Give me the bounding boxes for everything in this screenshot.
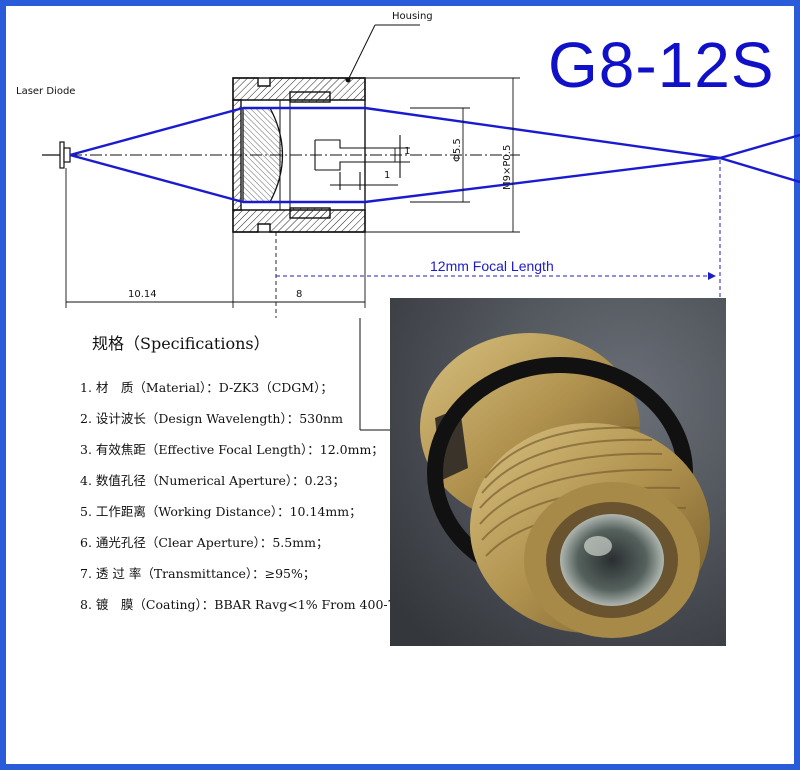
focal-length-dimension [276,160,721,300]
housing-leader [345,24,420,83]
dimension-lines-right [365,77,520,233]
spec-focal-length: 3. 有效焦距（Effective Focal Length）：12.0mm； [80,442,384,457]
laser-diode-label: Laser Diode [16,86,76,97]
specifications-list: 1. 材 质（Material）：D-ZK3（CDGM）； 2. 设计波长（De… [80,378,444,626]
aperture-dimension: Φ5.5 [452,138,463,162]
focal-length-label: 12mm Focal Length [430,258,554,274]
spec-design-wavelength: 2. 设计波长（Design Wavelength）：530nm [80,411,343,426]
lens-highlight [584,536,612,556]
spec-clear-aperture: 6. 通光孔径（Clear Aperture）：5.5mm； [80,535,329,550]
model-title: G8-12S [548,29,775,101]
housing-label: Housing [392,11,433,22]
spec-transmittance: 7. 透 过 率（Transmittance）：≥95%； [80,566,316,581]
working-distance-dimension: 10.14 [128,289,157,300]
focal-arrow-head [708,272,716,280]
spec-material: 1. 材 质（Material）：D-ZK3（CDGM）； [80,380,333,395]
laser-diode-symbol [42,141,71,169]
laser-beam [69,106,800,204]
dimension-one-horizontal: 1 [384,170,391,181]
dimension-lines-bottom [65,168,366,318]
product-photo [390,298,726,646]
spec-working-distance: 5. 工作距离（Working Distance）：10.14mm； [80,504,362,519]
specifications-title: 规格（Specifications） [92,334,270,353]
spec-numerical-aperture: 4. 数值孔径（Numerical Aperture）：0.23； [80,473,345,488]
dimension-one-vertical: 1 [404,146,411,157]
lens-glass [560,514,664,606]
length-dimension: 8 [296,289,303,300]
thread-dimension: M9×P0.5 [502,144,513,190]
bore-detail [314,135,410,190]
photo-leader [359,318,390,431]
spec-coating: 8. 镀 膜（Coating）：BBAR Ravg<1% From 400-70… [80,597,444,612]
